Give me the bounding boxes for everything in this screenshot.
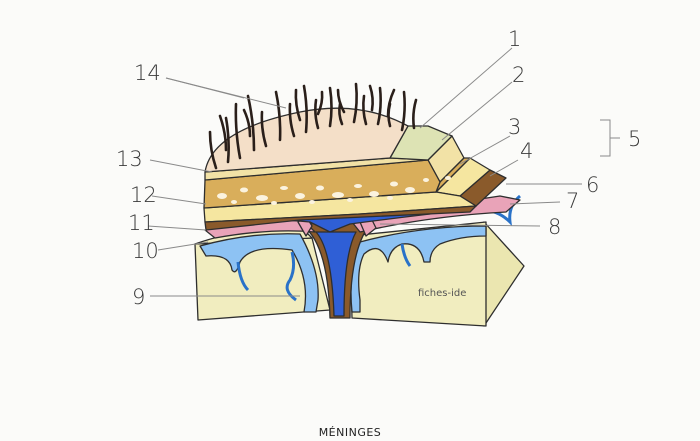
- label-14: 14: [134, 61, 161, 85]
- diagram-title: MÉNINGES: [318, 426, 382, 439]
- watermark: fiches-ide: [418, 288, 466, 299]
- label-4: 4: [520, 139, 533, 163]
- label-5: 5: [628, 127, 641, 151]
- hair-strand: [302, 84, 308, 134]
- hair-strand: [412, 98, 418, 130]
- hair-strand: [314, 98, 320, 130]
- hair-strand: [386, 88, 396, 118]
- diploe-pores: [217, 176, 451, 205]
- scalp-skin: [204, 107, 409, 173]
- label-11: 11: [128, 211, 155, 235]
- label-3: 3: [508, 115, 521, 139]
- hair-strand: [376, 86, 382, 126]
- interhemispheric-space: [315, 231, 357, 317]
- hair-strand: [400, 90, 406, 132]
- hair-strand: [294, 88, 302, 122]
- hair-strand: [260, 110, 268, 148]
- label-numbers: 1 2 3 4 5 6 7 8 9 10 11 12 13 14: [116, 27, 641, 309]
- leader-lines: [147, 47, 620, 297]
- pia-mater-right: [350, 225, 487, 313]
- scalp: [204, 107, 453, 173]
- pia-mater-left: [199, 233, 319, 313]
- label-6: 6: [586, 173, 599, 197]
- hair-strand: [274, 90, 282, 142]
- label-10: 10: [132, 239, 159, 263]
- hair-strand: [218, 114, 228, 152]
- brain-block: [194, 194, 525, 327]
- hair-strand: [224, 116, 230, 164]
- label-9: 9: [132, 285, 145, 309]
- hair-strand: [362, 94, 368, 126]
- hair-strand: [242, 108, 252, 138]
- hair-strand: [208, 130, 218, 170]
- hair-strand: [288, 102, 296, 138]
- hair-strand: [316, 90, 324, 116]
- label-1: 1: [508, 27, 521, 51]
- hair-strand: [368, 84, 374, 112]
- hair-strand: [352, 82, 358, 124]
- hair: [208, 82, 418, 170]
- label-8: 8: [548, 215, 561, 239]
- hair-strand: [234, 102, 242, 160]
- hair-strand: [246, 94, 256, 152]
- hair-strand: [336, 88, 346, 114]
- label-2: 2: [512, 63, 525, 87]
- label-13: 13: [116, 147, 143, 171]
- hair-strand: [328, 86, 333, 128]
- label-12: 12: [130, 183, 157, 207]
- label-7: 7: [566, 189, 579, 213]
